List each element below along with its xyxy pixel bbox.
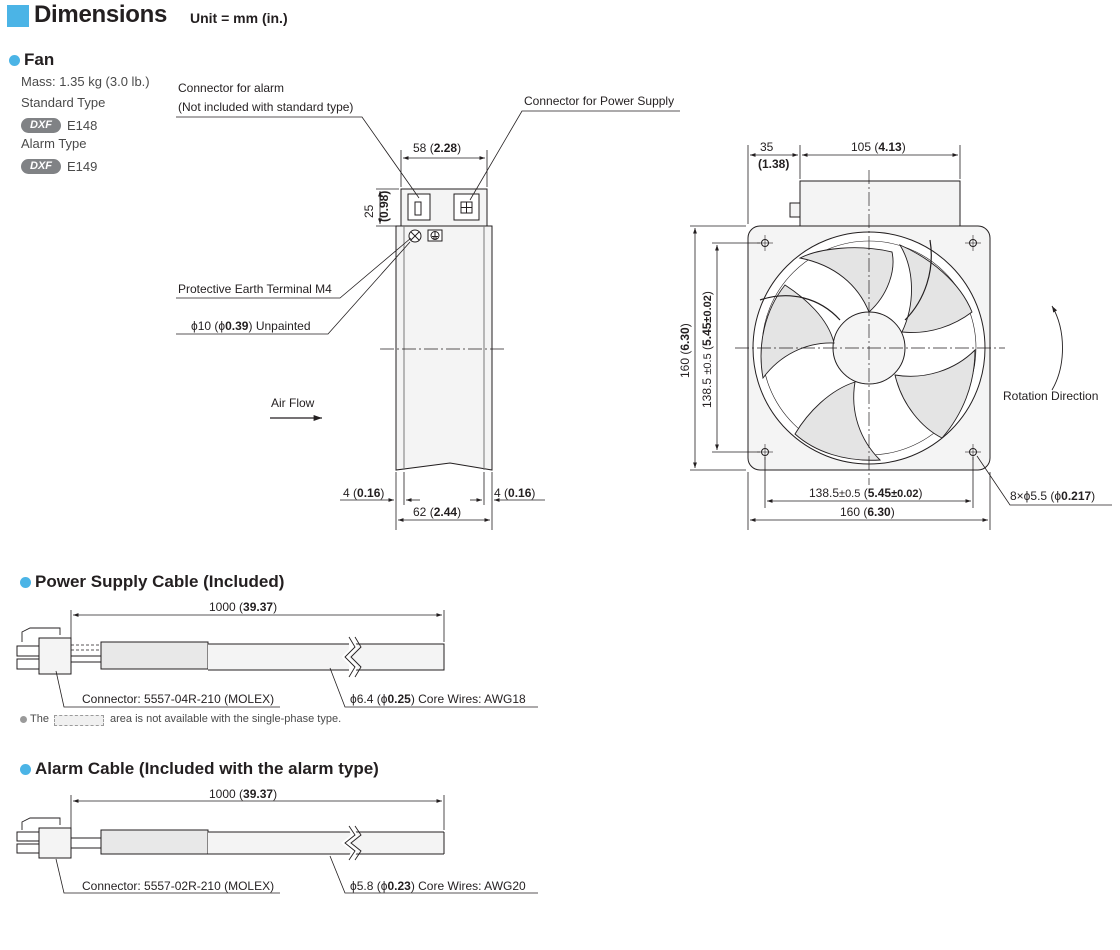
page-title: Dimensions <box>34 1 168 28</box>
note-text-end: area is not available with the single-ph… <box>110 713 342 725</box>
pe-terminal-label: Protective Earth Terminal M4 <box>178 282 332 296</box>
fan-section-bullet <box>9 55 20 66</box>
alarm-connector-shell <box>38 827 72 859</box>
dim-105: 105 (4.13) <box>851 140 906 154</box>
alarm-connector <box>407 193 431 221</box>
dim-138-vertical: 138.5 ±0.5 (5.45±0.02) <box>700 291 714 408</box>
alarm-cable-title: Alarm Cable (Included with the alarm typ… <box>35 759 379 778</box>
fan-mass: Mass: 1.35 kg (3.0 lb.) <box>21 74 150 89</box>
alarm-cable-length: 1000 (39.37) <box>209 787 277 801</box>
alarm-cable-sleeve <box>100 829 209 855</box>
note-dashed-area <box>54 715 104 726</box>
connector-alarm-label: Connector for alarm <box>178 81 284 95</box>
standard-dxf-code[interactable]: E148 <box>67 118 98 133</box>
dxf-badge-standard[interactable]: DXF <box>21 118 61 133</box>
dxf-badge-alarm[interactable]: DXF <box>21 159 61 174</box>
unpainted-label: ϕ10 (ϕ0.39) Unpainted <box>191 319 311 333</box>
alarm-wire-label: ϕ5.8 (ϕ0.23) Core Wires: AWG20 <box>350 879 526 893</box>
power-cable-bullet <box>20 577 31 588</box>
fan-blades <box>760 244 976 461</box>
fan-section-title: Fan <box>24 50 55 69</box>
dim-62: 62 (2.44) <box>413 505 461 519</box>
connector-alarm-note: (Not included with standard type) <box>178 100 353 114</box>
note-bullet <box>20 716 27 723</box>
power-cable-length: 1000 (39.37) <box>209 600 277 614</box>
fan-front-view <box>735 170 1063 485</box>
dim-35-in: (1.38) <box>758 157 789 171</box>
power-connector-label: Connector: 5557-04R-210 (MOLEX) <box>82 692 274 706</box>
dim-4-right: 4 (0.16) <box>494 486 535 500</box>
fan-struts <box>759 239 932 321</box>
dim-160-horizontal: 160 (6.30) <box>840 505 895 519</box>
alarm-type-label: Alarm Type <box>21 136 87 151</box>
alarm-cable-drawing <box>16 795 538 894</box>
mounting-hole-label: 8×ϕ5.5 (ϕ0.217) <box>1010 489 1095 503</box>
power-cable-title: Power Supply Cable (Included) <box>35 572 285 591</box>
front-view-dimension-lines <box>690 145 1112 530</box>
power-cable-sleeve <box>100 641 209 670</box>
air-flow-label: Air Flow <box>271 396 315 410</box>
dim-138-horizontal: 138.5±0.5 (5.45±0.02) <box>809 486 923 500</box>
alarm-connector-label: Connector: 5557-02R-210 (MOLEX) <box>82 879 274 893</box>
rotation-arrow <box>1051 305 1063 391</box>
alarm-cable-bullet <box>20 764 31 775</box>
unit-label: Unit = mm (in.) <box>190 10 288 26</box>
front-connector-housing <box>799 180 961 228</box>
dim-35: 35 <box>760 140 774 154</box>
dim-25-in: (0.98) <box>377 191 391 222</box>
power-connector-shell <box>38 637 72 675</box>
alarm-dxf-code[interactable]: E149 <box>67 159 98 174</box>
note-text-start: The <box>30 713 49 725</box>
dim-25: 25 <box>362 204 376 218</box>
connector-power-label: Connector for Power Supply <box>524 94 674 108</box>
dim-58: 58 (2.28) <box>413 141 461 155</box>
power-wire-label: ϕ6.4 (ϕ0.25) Core Wires: AWG18 <box>350 692 526 706</box>
dim-4-left: 4 (0.16) <box>343 486 384 500</box>
standard-type-label: Standard Type <box>21 95 106 110</box>
side-view-dimension-lines <box>270 150 545 530</box>
dim-160-vertical: 160 (6.30) <box>678 323 692 378</box>
alarm-connector-pin <box>414 201 422 216</box>
header-marker <box>7 5 29 27</box>
rotation-label: Rotation Direction <box>1003 389 1098 403</box>
leader-lines <box>176 110 680 335</box>
fan-side-view <box>380 188 506 471</box>
power-cable-drawing <box>16 610 538 708</box>
fan-side-body <box>395 225 493 471</box>
